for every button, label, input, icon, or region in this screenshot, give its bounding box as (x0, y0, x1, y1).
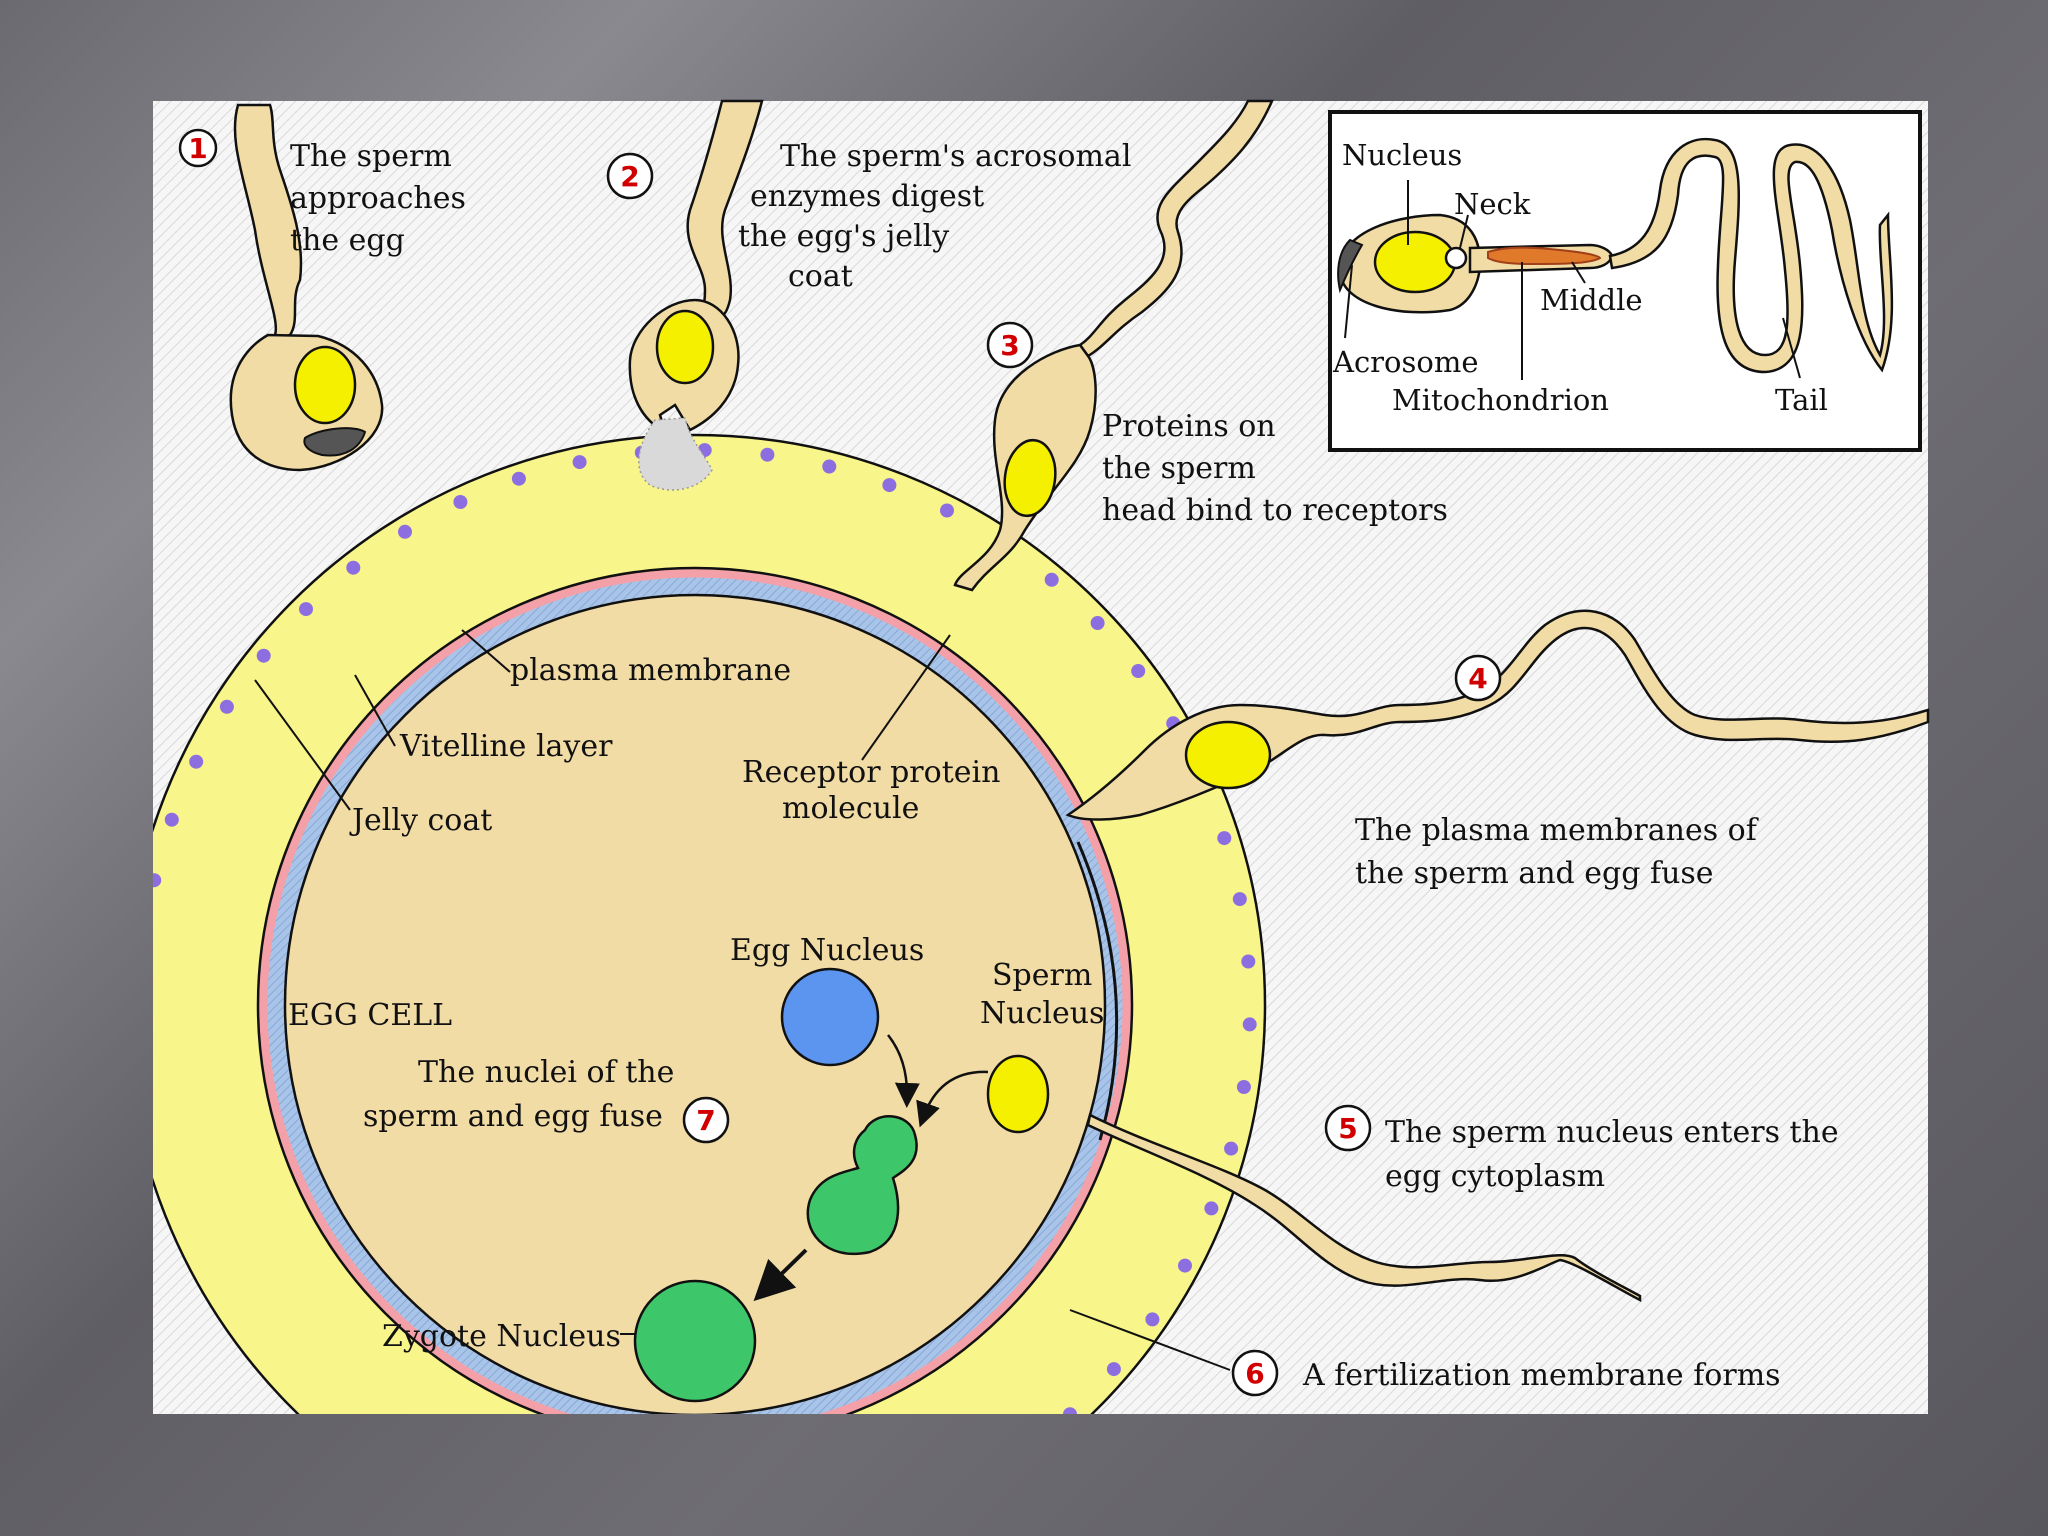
pointer-fertilization (1069, 1309, 1231, 1371)
svg-text:3: 3 (1000, 329, 1019, 362)
cytoplasm-region (283, 593, 1107, 1414)
receptor-dot (299, 602, 313, 617)
arrow-to-zygote (753, 1248, 808, 1302)
receptor-dot (760, 447, 775, 462)
pointer-plasma-membrane (461, 629, 511, 673)
pointer-jelly (254, 679, 351, 811)
fertilization-membrane (1076, 841, 1119, 1141)
inset-nucleus-label: Nucleus (1342, 138, 1462, 172)
plasma-membrane-ring (258, 568, 1132, 1414)
receptor-dot (1131, 664, 1146, 678)
inset-tail-label: Tail (1775, 383, 1828, 417)
receptor-dot (572, 455, 587, 470)
zygote-nucleus-label: Zygote Nucleus (382, 1319, 621, 1354)
pointer-vitelline (354, 674, 396, 747)
pointer-receptor (861, 634, 951, 761)
receptor-dot (1217, 831, 1232, 846)
receptor-dot (1242, 1017, 1257, 1032)
inset-mitochondrion-label: Mitochondrion (1392, 383, 1609, 417)
svg-text:6: 6 (1245, 1357, 1264, 1390)
receptor-dot (1090, 616, 1105, 630)
sperm-3-nucleus (1003, 438, 1057, 518)
acrosome-reaction (638, 417, 713, 491)
inset-neck-label: Neck (1454, 187, 1531, 221)
receptor-dot (1178, 1258, 1192, 1273)
receptor-dot (511, 471, 526, 486)
step-badge-2: 2 (606, 152, 654, 200)
step-badge-7: 7 (682, 1096, 730, 1144)
step-badge-1: 1 (178, 128, 218, 168)
svg-text:5: 5 (1338, 1112, 1357, 1145)
plasma-membrane-outline (256, 566, 1134, 1414)
receptor-dot (1236, 1080, 1251, 1094)
fusing-nuclei (806, 1115, 918, 1255)
sperm-2-nucleus (655, 309, 715, 385)
vitelline-layer-label: Vitelline layer (399, 729, 613, 764)
receptor-dot (940, 503, 954, 518)
egg-nucleus-label: Egg Nucleus (730, 933, 924, 968)
receptor-dot (1063, 1407, 1077, 1414)
receptor-dot (961, 1481, 975, 1495)
receptor-dot (1204, 1201, 1219, 1216)
step-badge-4: 4 (1454, 654, 1502, 702)
receptor-dot (189, 754, 204, 769)
receptor-dot (164, 812, 179, 827)
receptor-dot (1224, 1141, 1239, 1156)
receptor-dot (346, 560, 361, 575)
step-badge-3: 3 (986, 321, 1034, 369)
receptor-dot (822, 459, 837, 474)
sperm-anatomy-inset: Nucleus Neck Middle Acrosome Mitochondri… (1328, 110, 1922, 452)
receptor-dot (398, 524, 412, 539)
step-badge-6: 6 (1231, 1349, 1279, 1397)
receptor-dot (133, 998, 147, 1012)
receptor-dot (1106, 1362, 1121, 1377)
step6-label: A fertilization membrane forms (1302, 1358, 1781, 1393)
arrow-egg-to-fuse (887, 1034, 920, 1108)
receptor-dot (1145, 1312, 1160, 1327)
zygote-nucleus (633, 1279, 757, 1403)
receptor-dot (219, 699, 234, 714)
receptor-dot (256, 648, 271, 663)
inset-middle-label: Middle (1540, 283, 1643, 317)
sperm-4 (1065, 609, 1930, 821)
egg-nucleus (780, 967, 880, 1067)
receptor-dot (1232, 892, 1247, 907)
receptor-dot (153, 873, 162, 888)
sperm-1-nucleus (293, 345, 357, 425)
svg-text:4: 4 (1468, 662, 1487, 695)
inset-acrosome-label: Acrosome (1332, 345, 1479, 379)
receptor-dot (882, 478, 897, 493)
egg-cell-label: EGG CELL (288, 998, 452, 1033)
receptor-dot (453, 495, 468, 509)
jelly-coat-label: Jelly coat (349, 803, 492, 838)
receptor-dot (846, 1530, 860, 1536)
sperm-1-acrosome (303, 427, 367, 457)
step-badge-5: 5 (1324, 1104, 1372, 1152)
receptor-dot (905, 1509, 919, 1523)
svg-text:2: 2 (620, 160, 639, 193)
arrow-sperm-to-fuse (916, 1070, 989, 1128)
sperm-nucleus-in-egg (986, 1054, 1050, 1134)
receptor-dot (1044, 572, 1059, 587)
receptor-dot (137, 935, 151, 949)
sperm-4-nucleus (1184, 720, 1272, 790)
receptor-dot (1241, 954, 1256, 969)
receptor-dot (1014, 1447, 1028, 1461)
svg-text:1: 1 (188, 132, 207, 165)
svg-text:7: 7 (696, 1104, 715, 1137)
plasma-membrane-label: plasma membrane (510, 653, 791, 688)
sperm-5-tail (1086, 1113, 1642, 1303)
